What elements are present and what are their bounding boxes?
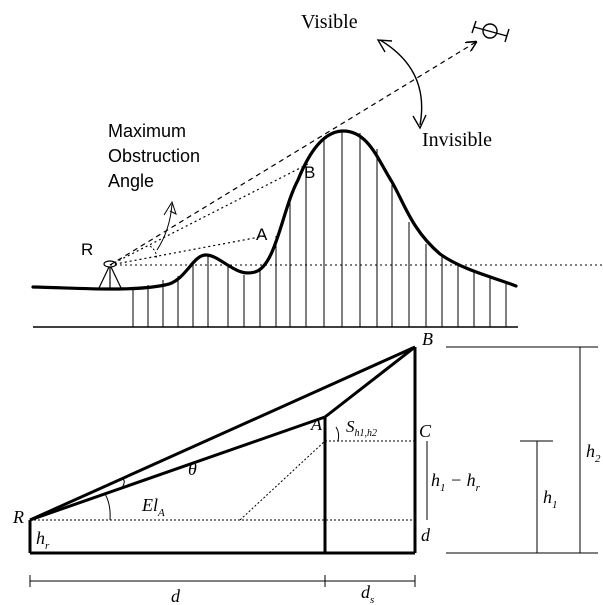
- caption-line-1: Maximum: [108, 121, 186, 141]
- angle-slope-arc: [335, 426, 340, 442]
- label-slope: Sh1,h2: [346, 417, 377, 439]
- label-h2: h2: [586, 441, 601, 465]
- distance-axis: [29, 575, 416, 587]
- label-b: B: [422, 329, 433, 349]
- sight-lines: [109, 42, 476, 266]
- visible-arrow-icon: [376, 39, 393, 53]
- angle-theta-arc: [120, 478, 125, 489]
- label-observer-r: R: [81, 240, 93, 259]
- label-point-a: A: [256, 225, 268, 244]
- label-point-b: B: [304, 163, 315, 182]
- sight-line-to-b: [109, 163, 309, 266]
- label-a: A: [310, 414, 323, 434]
- label-distance-d: d: [171, 586, 181, 605]
- line-r-to-a: [29, 415, 326, 522]
- label-r: R: [12, 507, 24, 527]
- obstruction-angle-arc: [149, 245, 157, 260]
- label-visible: Visible: [301, 11, 358, 33]
- invisible-arrow-icon: [412, 114, 427, 130]
- terrain-sample-columns: [132, 131, 507, 327]
- terrain-profile-panel: Visible Invisible Maximum Obstruction An…: [31, 11, 603, 328]
- visibility-sweep-arc: [379, 39, 423, 126]
- line-r-to-b: [29, 345, 416, 522]
- caption-line-2: Obstruction: [108, 146, 200, 166]
- angle-el-arc: [104, 493, 111, 521]
- sighting-target-icon: [471, 20, 510, 43]
- label-elevation-angle: ElA: [141, 495, 165, 519]
- obstruction-pointer-icon: [163, 200, 177, 216]
- geometry-panel: R A B C d θ ElA Sh1,h2 hr h1 − hr h1 h2 …: [12, 329, 601, 605]
- label-invisible: Invisible: [422, 129, 492, 151]
- sight-line-to-a: [109, 235, 266, 266]
- line-a-to-b: [324, 345, 416, 419]
- label-c: C: [419, 421, 432, 441]
- label-hr: hr: [36, 528, 50, 552]
- label-theta: θ: [188, 459, 197, 479]
- label-d: d: [421, 525, 431, 545]
- obstruction-leader-line: [156, 203, 173, 251]
- label-h1: h1: [543, 487, 558, 511]
- tripod-icon: [97, 260, 123, 291]
- projection-line: [239, 440, 326, 521]
- label-height-difference: h1 − hr: [431, 470, 481, 494]
- caption-line-3: Angle: [108, 171, 154, 191]
- height-markers: [426, 346, 598, 554]
- label-distance-ds: ds: [361, 582, 374, 605]
- terrain-curve: [31, 129, 518, 291]
